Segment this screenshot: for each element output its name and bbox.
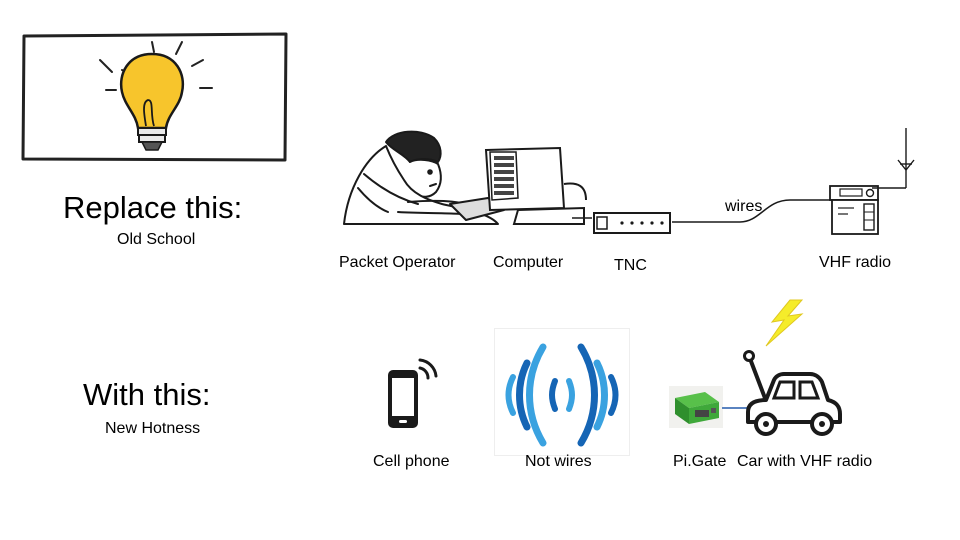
tnc-device-icon [592, 210, 672, 236]
wire-connections [560, 170, 850, 230]
vhf-radio-icon [826, 182, 882, 238]
pigate-device-icon [669, 386, 723, 428]
wireless-waves-icon [494, 328, 630, 456]
pigate-label: Pi.Gate [673, 453, 727, 470]
cell-phone-icon [384, 354, 440, 434]
lightbulb-picture [20, 30, 288, 162]
tnc-label: TNC [614, 257, 647, 274]
packet-operator-illustration [338, 128, 598, 232]
cell-phone-label: Cell phone [373, 453, 450, 470]
car-vhf-label: Car with VHF radio [737, 453, 873, 470]
car-icon [740, 350, 844, 442]
computer-label: Computer [493, 254, 564, 271]
lightning-bolt-icon [762, 298, 806, 348]
wires-label: wires [725, 198, 763, 215]
old-school-subheading: Old School [117, 231, 196, 248]
replace-heading: Replace this: [63, 190, 243, 225]
new-hotness-subheading: New Hotness [105, 420, 201, 437]
vhf-radio-label: VHF radio [819, 254, 892, 271]
with-this-heading: With this: [83, 377, 211, 412]
antenna-icon [872, 126, 918, 198]
not-wires-label: Not wires [525, 453, 592, 470]
packet-operator-label: Packet Operator [339, 254, 456, 271]
lightbulb-icon [99, 41, 213, 151]
computer-icon [484, 146, 587, 225]
